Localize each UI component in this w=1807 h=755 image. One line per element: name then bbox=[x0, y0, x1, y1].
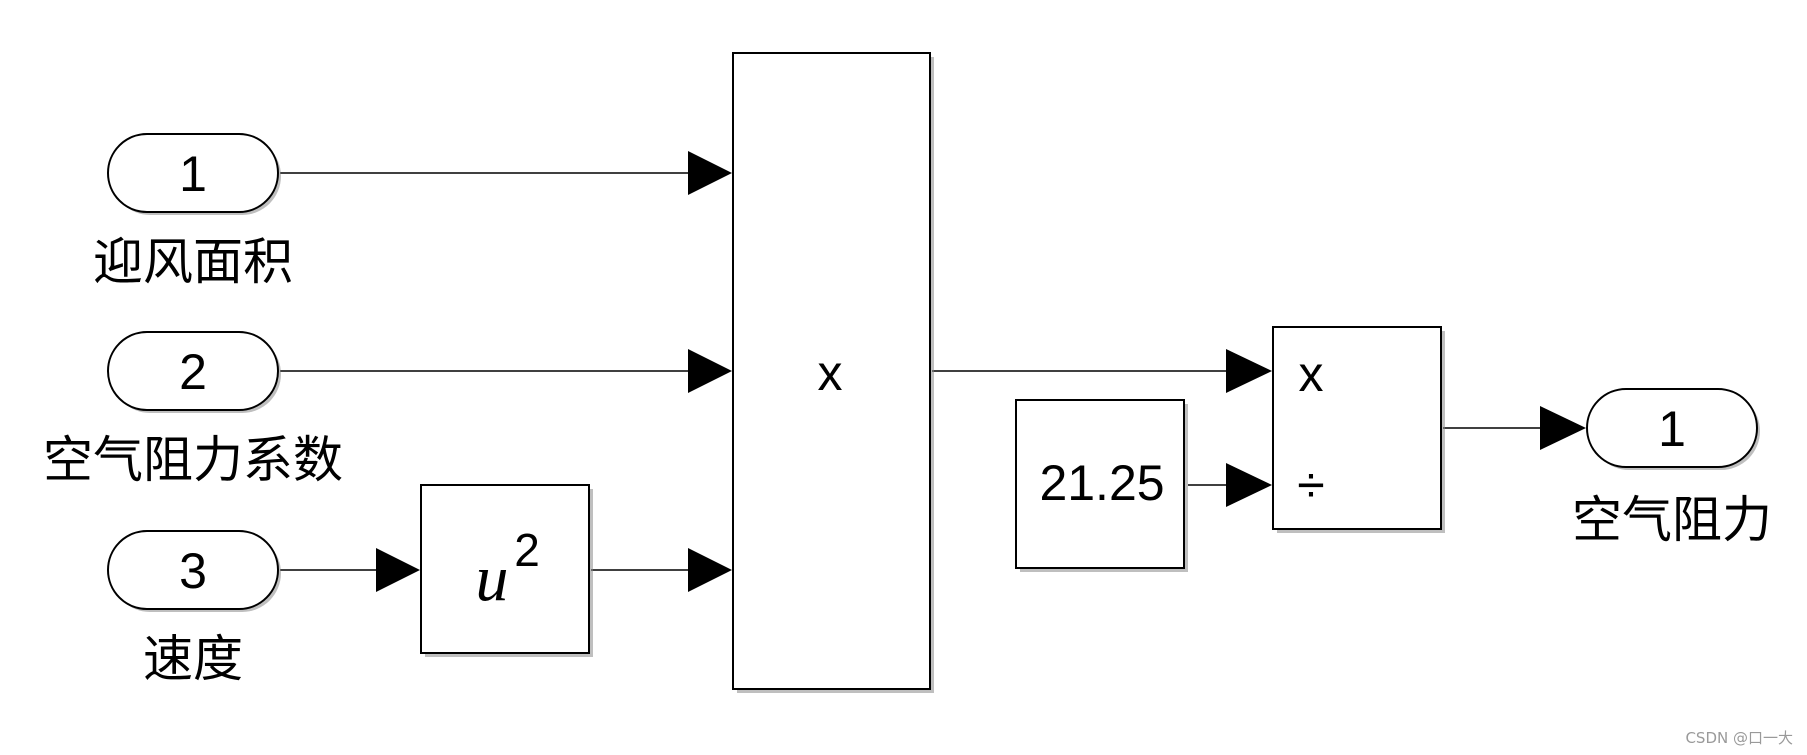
inport-3[interactable]: 3 bbox=[107, 530, 281, 612]
arrowhead-square-in bbox=[376, 548, 420, 592]
product-block[interactable]: x bbox=[732, 52, 934, 693]
outport-1-number: 1 bbox=[1658, 401, 1686, 457]
inport-1[interactable]: 1 bbox=[107, 133, 281, 215]
arrowhead-divide-in2 bbox=[1226, 463, 1272, 507]
arrowhead-outport-in bbox=[1540, 406, 1586, 450]
constant-value: 21.25 bbox=[1039, 455, 1164, 511]
arrowhead-product-in2 bbox=[688, 349, 732, 393]
math-function-base: u bbox=[476, 542, 509, 615]
divide-operator-divide: ÷ bbox=[1297, 457, 1324, 513]
divide-block[interactable]: x ÷ bbox=[1272, 326, 1445, 533]
inport-3-label: 速度 bbox=[143, 630, 243, 688]
outport-1[interactable]: 1 bbox=[1586, 388, 1760, 470]
math-function-exponent: 2 bbox=[514, 524, 540, 576]
divide-operator-multiply: x bbox=[1299, 346, 1324, 402]
arrowheads bbox=[376, 151, 1586, 592]
inport-1-label: 迎风面积 bbox=[93, 233, 293, 291]
inport-1-number: 1 bbox=[179, 146, 207, 202]
watermark: CSDN @口一大 bbox=[1685, 729, 1793, 747]
inport-3-number: 3 bbox=[179, 543, 207, 599]
product-operator: x bbox=[818, 345, 843, 401]
outport-1-label: 空气阻力 bbox=[1572, 491, 1772, 549]
math-function-block[interactable]: u 2 bbox=[420, 484, 593, 657]
inport-2[interactable]: 2 bbox=[107, 331, 281, 413]
signal-lines bbox=[280, 172, 1541, 571]
constant-block[interactable]: 21.25 bbox=[1015, 399, 1188, 572]
arrowhead-product-in3 bbox=[688, 548, 732, 592]
inport-2-label: 空气阻力系数 bbox=[43, 431, 343, 489]
arrowhead-divide-in1 bbox=[1226, 349, 1272, 393]
arrowhead-product-in1 bbox=[688, 151, 732, 195]
inport-2-number: 2 bbox=[179, 344, 207, 400]
